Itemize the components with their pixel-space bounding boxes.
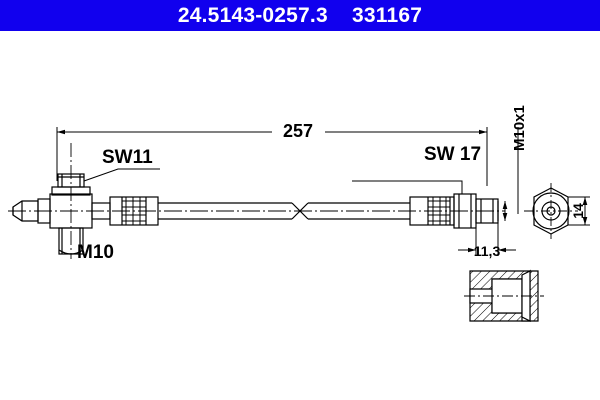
label-m10: M10 xyxy=(77,242,114,263)
label-end-width: 14 xyxy=(570,203,586,219)
left-fitting-assembly xyxy=(12,143,111,259)
label-thread-length: 11,3 xyxy=(474,243,501,259)
dimension-end-width xyxy=(568,196,590,226)
label-overall-length: 257 xyxy=(283,121,313,141)
dimension-overall-length xyxy=(56,127,488,186)
section-detail-flare-seat xyxy=(464,269,544,322)
leader-sw11 xyxy=(83,168,160,182)
drawing-canvas: 257 SW11 M10 SW 17 M10x1 14 11,3 xyxy=(8,105,590,322)
label-m10x1: M10x1 xyxy=(511,105,528,151)
end-view-hexagon xyxy=(524,183,578,239)
leader-sw17 xyxy=(352,180,463,194)
dimension-thread-length xyxy=(458,223,516,256)
technical-drawing: 257 SW11 M10 SW 17 M10x1 14 11,3 xyxy=(0,31,600,400)
hose-body xyxy=(158,202,410,220)
label-sw17: SW 17 xyxy=(424,144,481,165)
label-sw11: SW11 xyxy=(102,147,153,168)
page-title: 24.5143-0257.3 331167 xyxy=(177,4,423,27)
header-bar: 24.5143-0257.3 331167 xyxy=(0,0,600,31)
